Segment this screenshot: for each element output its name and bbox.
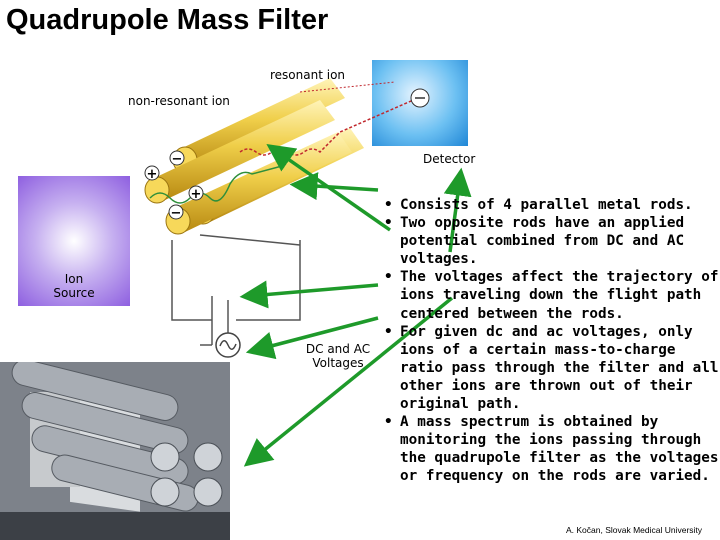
bullet-item: Two opposite rods have an applied potent… bbox=[380, 214, 720, 268]
plus-marker-2 bbox=[188, 185, 204, 201]
minus-marker-1 bbox=[169, 150, 185, 166]
page-title: Quadrupole Mass Filter bbox=[6, 4, 329, 36]
bullet-item: A mass spectrum is obtained by monitorin… bbox=[380, 413, 720, 485]
bullet-item: Consists of 4 parallel metal rods. bbox=[380, 196, 720, 214]
description-bullets: Consists of 4 parallel metal rods. Two o… bbox=[380, 196, 720, 486]
non-resonant-ion-label: non-resonant ion bbox=[128, 94, 230, 108]
ion-source-box bbox=[18, 176, 130, 306]
circuit-wiring bbox=[171, 234, 301, 346]
bullet-item: For given dc and ac voltages, only ions … bbox=[380, 323, 720, 413]
plus-label-2: + bbox=[191, 187, 202, 202]
ion-source-label: Ion Source bbox=[53, 272, 95, 300]
dc-ac-voltages-label: DC and AC Voltages bbox=[305, 342, 371, 370]
credit-line: A. Kočan, Slovak Medical University bbox=[566, 525, 703, 535]
arrow-to-circuit bbox=[239, 280, 379, 309]
minus-label-2: − bbox=[171, 206, 182, 221]
arrow-to-ion-path bbox=[266, 144, 391, 232]
bullet-item: The voltages affect the trajectory of io… bbox=[380, 268, 720, 322]
sine-wave-icon bbox=[219, 340, 237, 350]
arrow-to-rods bbox=[289, 172, 379, 201]
resonant-ion-label: resonant ion bbox=[270, 68, 346, 82]
plus-marker-1 bbox=[144, 165, 160, 181]
quadrupole-photo bbox=[0, 362, 230, 540]
arrow-to-ac-source bbox=[245, 316, 379, 360]
minus-marker-2 bbox=[168, 204, 184, 220]
minus-label-1: − bbox=[172, 152, 183, 167]
photo-illustration bbox=[0, 362, 230, 540]
plus-label-1: + bbox=[147, 167, 158, 182]
detector-label: Detector bbox=[423, 152, 476, 166]
